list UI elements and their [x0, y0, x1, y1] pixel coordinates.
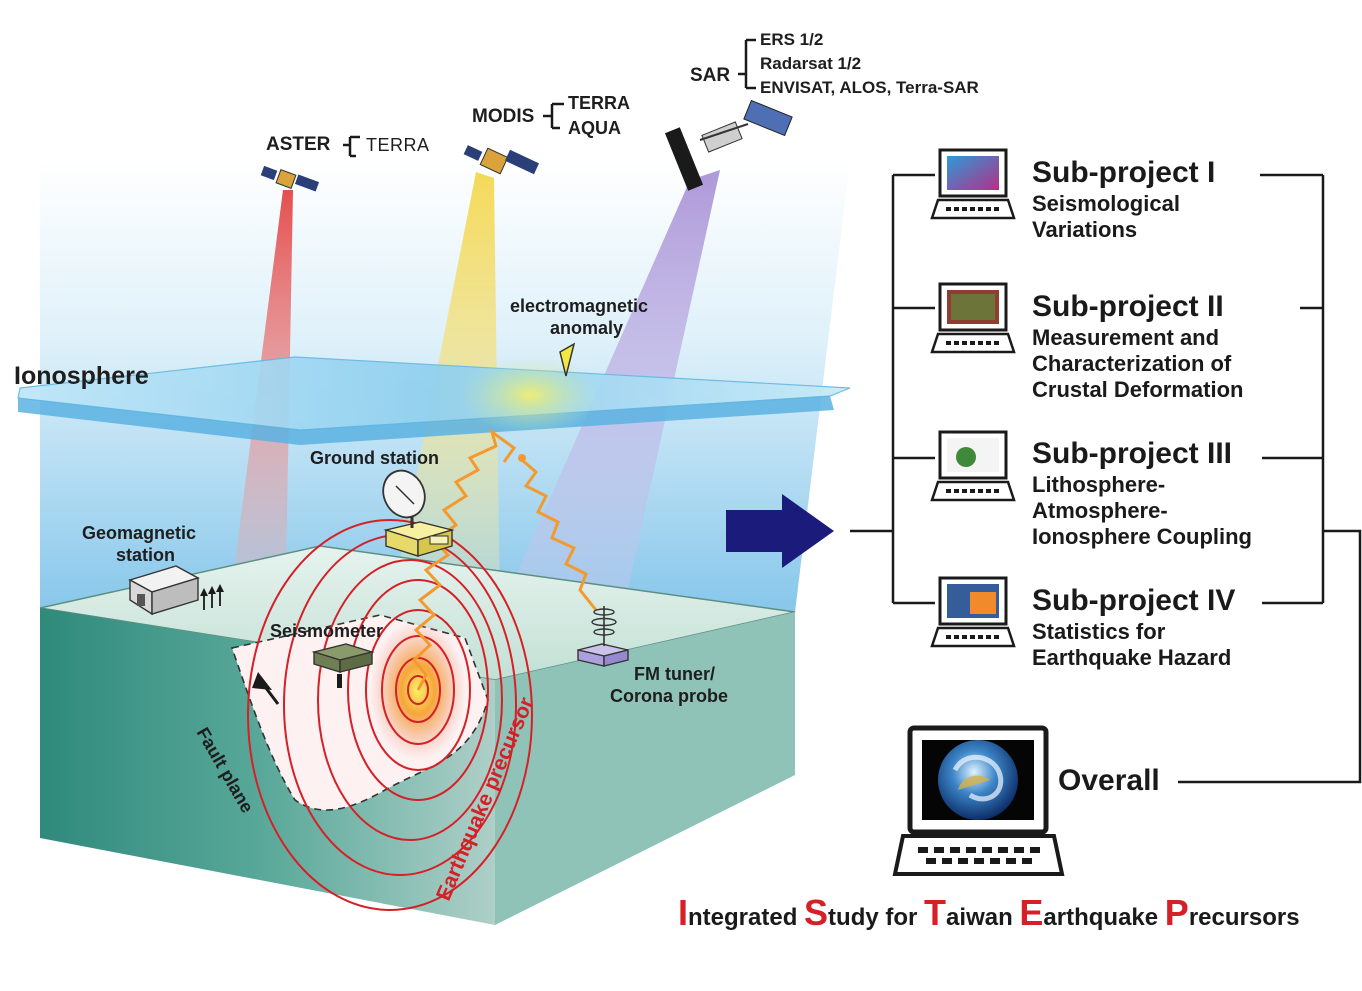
- subproject-3-desc: Lithosphere- Atmosphere- Ionosphere Coup…: [1032, 472, 1252, 550]
- computer-icon-1: [930, 148, 1016, 220]
- sar-platform-envisat: ENVISAT, ALOS, Terra-SAR: [760, 78, 979, 97]
- title-word: arthquake: [1043, 904, 1165, 931]
- ionosphere-label: Ionosphere: [14, 362, 149, 390]
- title-word: recursors: [1188, 904, 1300, 931]
- subproject-2-desc-line: Crustal Deformation: [1032, 377, 1244, 402]
- computer-icon-3: [930, 430, 1016, 502]
- sar-platform-ers: ERS 1/2: [760, 30, 824, 49]
- subproject-3-desc-line: Atmosphere-: [1032, 498, 1168, 523]
- title-word: tudy for: [828, 904, 925, 931]
- fm-tuner-label-line1: FM tuner/: [634, 664, 715, 684]
- title-initial: P: [1164, 892, 1189, 933]
- subproject-1-desc-line: Seismological: [1032, 191, 1180, 216]
- computer-icon-2: [930, 282, 1016, 354]
- em-signal-origin: [518, 454, 526, 462]
- sar-label: SAR: [690, 65, 731, 86]
- subproject-1-title: Sub-project I: [1032, 156, 1216, 189]
- subproject-3-desc-line: Ionosphere Coupling: [1032, 524, 1252, 549]
- subproject-3-desc-line: Lithosphere-: [1032, 472, 1166, 497]
- subproject-1-desc: Seismological Variations: [1032, 191, 1180, 243]
- project-title: Integrated Study for Taiwan Earthquake P…: [678, 892, 1300, 934]
- ground-side-face: [495, 612, 795, 925]
- geomagnetic-station-icon: [128, 565, 224, 616]
- modis-platform-terra: TERRA: [568, 93, 630, 113]
- subproject-2-desc: Measurement and Characterization of Crus…: [1032, 325, 1243, 403]
- modis-platform-aqua: AQUA: [568, 118, 621, 138]
- title-word: aiwan: [946, 904, 1020, 931]
- ground-station-icon: [382, 469, 455, 557]
- fm-tuner-icon: [577, 606, 629, 667]
- subproject-2-desc-line: Characterization of: [1032, 351, 1232, 376]
- fm-tuner-label-line2: Corona probe: [610, 686, 729, 706]
- title-word: ntegrated: [688, 904, 805, 931]
- subproject-1-desc-line: Variations: [1032, 217, 1138, 242]
- seismometer-label: Seismometer: [270, 621, 384, 641]
- aster-label: ASTER: [266, 134, 331, 155]
- seismometer-icon: [311, 643, 375, 688]
- fault-slip-arrow: [252, 672, 272, 690]
- modis-satellite-icon: [463, 145, 540, 175]
- title-initial: E: [1019, 892, 1044, 933]
- title-initial: S: [804, 892, 829, 933]
- title-initial: I: [678, 892, 689, 933]
- sar-platform-radarsat: Radarsat 1/2: [760, 54, 862, 73]
- title-initial: T: [924, 892, 947, 933]
- aster-platform-terra: TERRA: [366, 135, 430, 155]
- em-anomaly-label-line2: anomaly: [550, 318, 624, 338]
- subproject-2-desc-line: Measurement and: [1032, 325, 1220, 350]
- satellite-brackets: [343, 38, 756, 158]
- overall-computer-icon: [892, 725, 1065, 876]
- em-signal-fm: [521, 458, 598, 611]
- subproject-4-desc-line: Statistics for: [1032, 619, 1166, 644]
- sar-satellite-icon: [664, 99, 793, 191]
- subproject-4-title: Sub-project IV: [1032, 584, 1236, 617]
- overall-label: Overall: [1058, 764, 1160, 797]
- modis-label: MODIS: [472, 106, 535, 127]
- anomaly-pointer: [559, 342, 576, 377]
- computer-icon-4: [930, 576, 1016, 648]
- geomagnetic-label-line1: Geomagnetic: [82, 523, 197, 543]
- flow-arrow: [726, 494, 834, 568]
- geomagnetic-label-line2: station: [116, 545, 176, 565]
- subproject-3-title: Sub-project III: [1032, 437, 1233, 470]
- project-bracket-lines: [850, 173, 1362, 784]
- subproject-4-desc: Statistics for Earthquake Hazard: [1032, 619, 1231, 671]
- ground-station-label: Ground station: [310, 448, 439, 468]
- subproject-4-desc-line: Earthquake Hazard: [1032, 645, 1232, 670]
- aster-satellite-icon: [260, 165, 320, 192]
- subproject-2-title: Sub-project II: [1032, 290, 1224, 323]
- em-anomaly-label-line1: electromagnetic: [510, 296, 649, 316]
